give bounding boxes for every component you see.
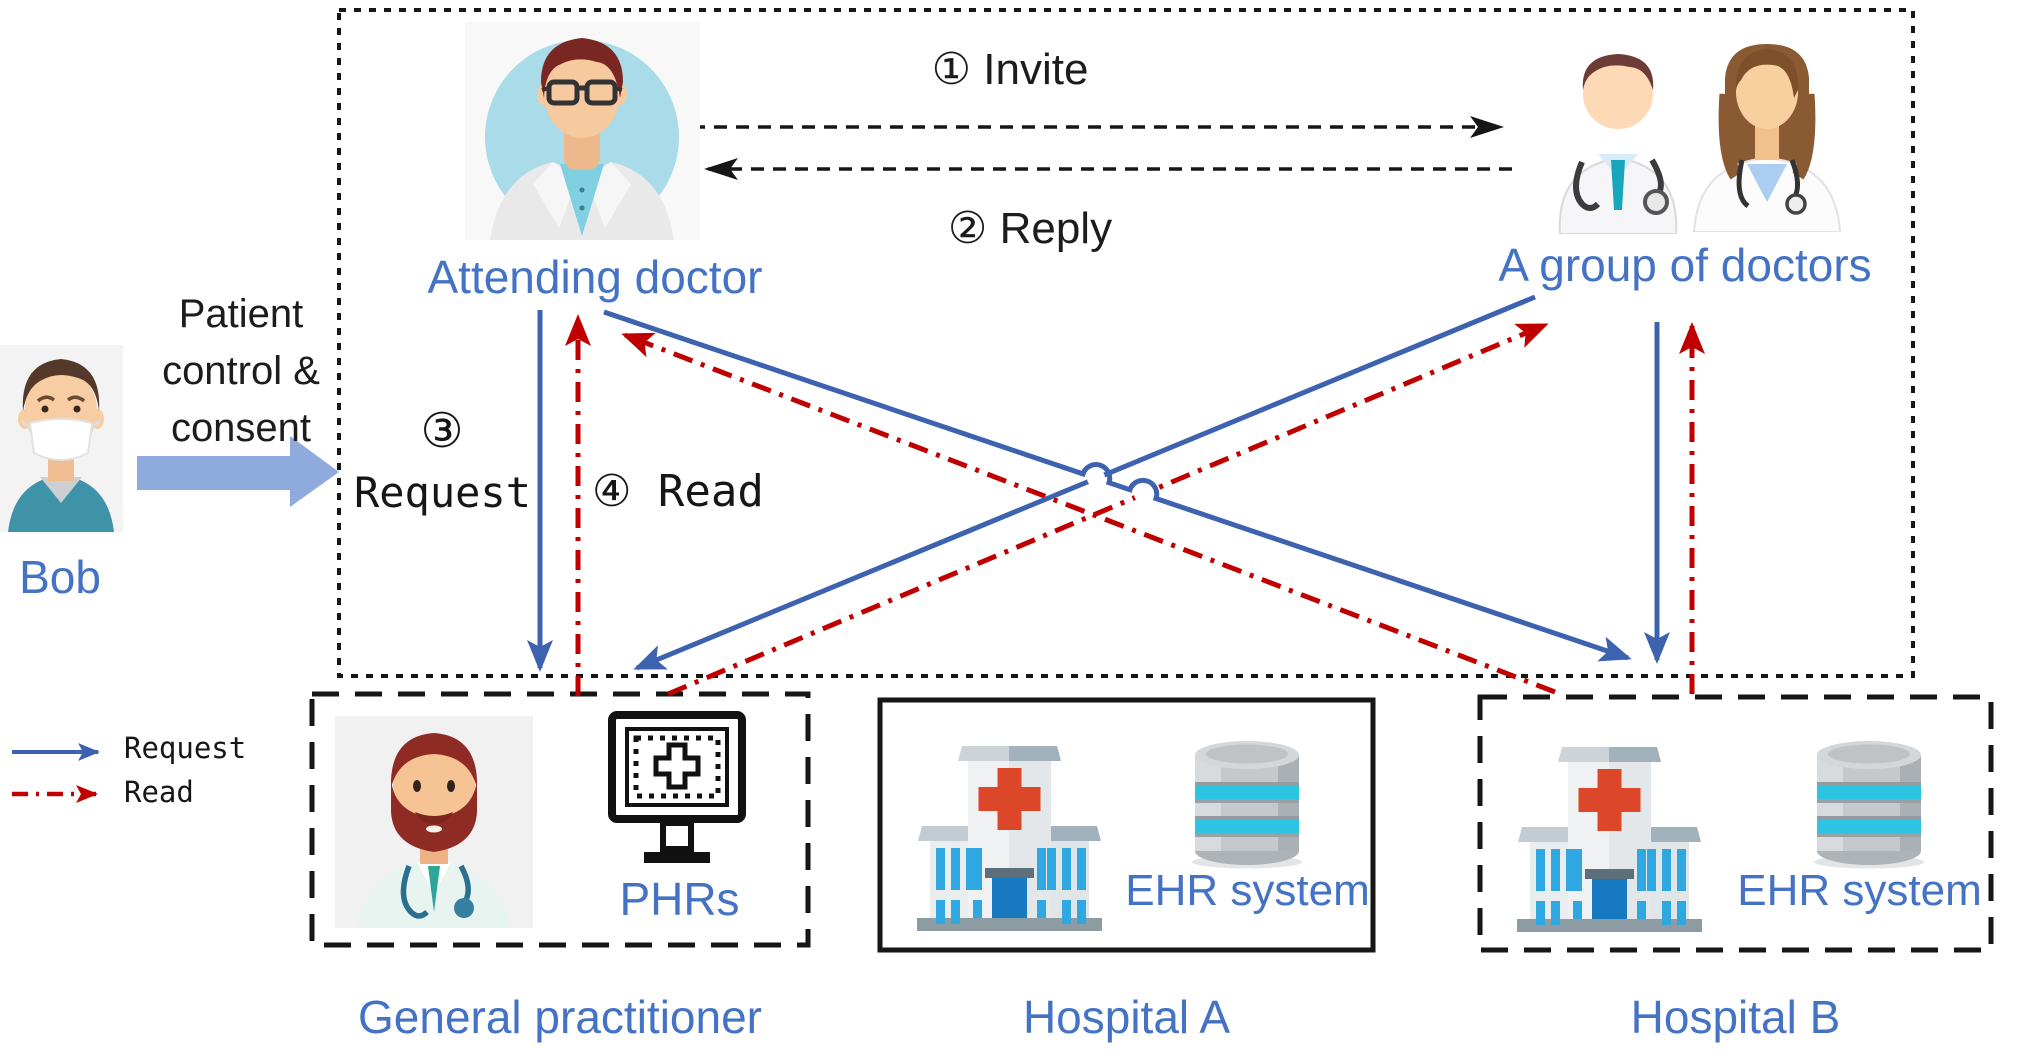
group-of-doctors-label: A group of doctors	[1498, 239, 1872, 291]
group-doctor-female-avatar	[1678, 36, 1856, 232]
request-message-label: Request	[353, 468, 531, 517]
legend-read-label: Read	[124, 775, 194, 809]
legend-request-label: Request	[124, 731, 247, 765]
hospital-b-label: Hospital B	[1630, 991, 1841, 1043]
phrs-label: PHRs	[619, 873, 740, 925]
hospital-b-building-icon	[1512, 721, 1707, 936]
patient-consent-caption: Patient control & consent	[162, 292, 320, 450]
ehr-database-b-icon	[1810, 733, 1928, 870]
group-doctor-male-avatar	[1552, 34, 1684, 234]
ehr-database-a-icon	[1188, 733, 1306, 870]
read-arrow-hospital-b-to-attending	[621, 332, 1556, 695]
request-message-number: ③	[420, 403, 464, 459]
reply-message-label: ② Reply	[947, 204, 1113, 253]
general-practitioner-avatar	[335, 716, 533, 928]
general-practitioner-label: General practitioner	[358, 991, 762, 1043]
ehr-system-a-label: EHR system	[1125, 866, 1370, 915]
read-message-label: ④ Read	[592, 466, 764, 517]
line-hop-gap	[1087, 469, 1105, 487]
hospital-a-label: Hospital A	[1022, 991, 1231, 1043]
request-arrow-group-to-phrs	[633, 294, 1536, 671]
line-hop-gap	[1134, 485, 1152, 503]
patient-name-label: Bob	[19, 551, 101, 603]
patient-bob-avatar	[0, 345, 123, 532]
ehr-system-b-label: EHR system	[1737, 866, 1982, 915]
phrs-monitor-icon	[606, 710, 748, 870]
read-arrow-phrs-to-group	[667, 322, 1549, 697]
invite-message-label: ① Invite	[931, 45, 1089, 94]
attending-doctor-avatar	[465, 22, 700, 240]
attending-doctor-label: Attending doctor	[427, 251, 763, 303]
hospital-a-building-icon	[912, 720, 1107, 935]
